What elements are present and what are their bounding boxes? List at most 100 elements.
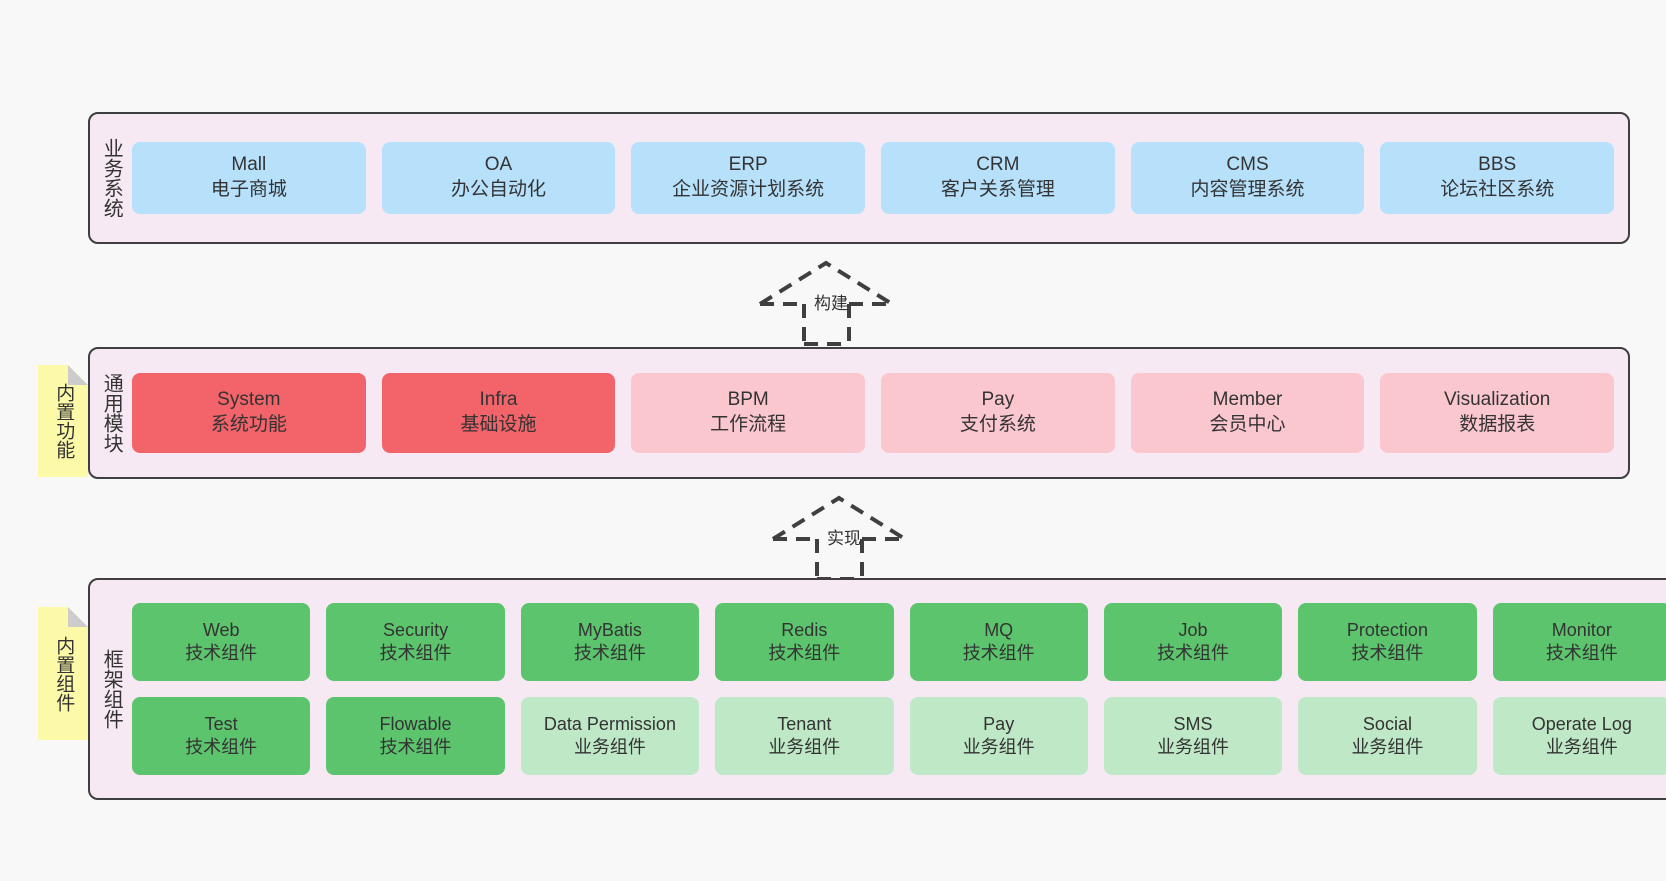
layer-body-common: System 系统功能 Infra 基础设施 BPM 工作流程 Pay 支付系统…	[132, 349, 1628, 477]
node-crm[interactable]: CRM 客户关系管理	[881, 142, 1115, 214]
node-subtitle: 客户关系管理	[940, 179, 1055, 200]
node-title: Tenant	[777, 713, 832, 734]
node-subtitle: 企业资源计划系统	[672, 179, 825, 200]
node-row: Web 技术组件 Security 技术组件 MyBatis 技术组件 Redi…	[132, 603, 1666, 681]
arrow-label-implement: 实现	[827, 529, 861, 548]
node-subtitle: 技术组件	[1157, 643, 1230, 663]
node-subtitle: 技术组件	[573, 643, 646, 663]
arrow-build: 构建	[755, 256, 905, 346]
node-title: CMS	[1226, 154, 1269, 176]
node-subtitle: 业务组件	[962, 737, 1035, 757]
node-title: Social	[1362, 713, 1412, 734]
node-infra[interactable]: Infra 基础设施	[381, 373, 616, 453]
node-mq[interactable]: MQ 技术组件	[909, 603, 1088, 681]
node-title: Job	[1178, 619, 1208, 640]
node-visualization[interactable]: Visualization 数据报表	[1380, 373, 1615, 453]
node-security[interactable]: Security 技术组件	[326, 603, 505, 681]
node-sms[interactable]: SMS 业务组件	[1103, 697, 1283, 775]
node-title: MQ	[984, 619, 1014, 640]
folded-corner-icon	[68, 365, 88, 385]
node-test[interactable]: Test 技术组件	[132, 697, 311, 775]
node-subtitle: 业务组件	[573, 737, 646, 757]
node-subtitle: 工作流程	[710, 414, 787, 435]
node-title: Data Permission	[543, 713, 676, 734]
folded-corner-icon	[68, 607, 88, 627]
node-row: Test 技术组件 Flowable 技术组件 Data Permission …	[132, 697, 1666, 775]
node-job[interactable]: Job 技术组件	[1103, 603, 1283, 681]
node-protection[interactable]: Protection 技术组件	[1298, 603, 1477, 681]
node-tenant[interactable]: Tenant 业务组件	[715, 697, 894, 775]
node-title: Operate Log	[1531, 713, 1632, 734]
node-title: Mall	[231, 154, 267, 176]
node-title: Monitor	[1551, 619, 1612, 640]
node-title: Security	[383, 619, 449, 640]
node-social[interactable]: Social 业务组件	[1298, 697, 1477, 775]
node-title: Flowable	[379, 713, 452, 734]
node-pay-module[interactable]: Pay 支付系统	[881, 373, 1115, 453]
node-title: BBS	[1478, 154, 1517, 176]
node-subtitle: 基础设施	[460, 414, 537, 435]
layer-label-framework: 框架组件	[100, 649, 123, 729]
sticky-note-label: 内置组件	[53, 635, 75, 712]
node-operate-log[interactable]: Operate Log 业务组件	[1492, 697, 1666, 775]
node-erp[interactable]: ERP 企业资源计划系统	[631, 142, 866, 214]
node-title: Redis	[781, 619, 828, 640]
node-title: ERP	[728, 154, 768, 176]
sticky-note-builtin-components: 内置组件	[38, 607, 88, 740]
layer-label-business: 业务系统	[100, 138, 123, 218]
node-subtitle: 内容管理系统	[1190, 179, 1305, 200]
node-title: Member	[1212, 389, 1283, 411]
layer-body-business: Mall 电子商城 OA 办公自动化 ERP 企业资源计划系统 CRM 客户关系…	[132, 114, 1628, 242]
node-pay-component[interactable]: Pay 业务组件	[909, 697, 1088, 775]
node-web[interactable]: Web 技术组件	[132, 603, 311, 681]
node-cms[interactable]: CMS 内容管理系统	[1130, 142, 1365, 214]
sticky-note-label: 内置功能	[53, 383, 75, 459]
node-subtitle: 技术组件	[962, 643, 1035, 663]
node-title: Protection	[1346, 619, 1428, 640]
node-subtitle: 业务组件	[1157, 737, 1230, 757]
generalization-arrow-icon	[758, 260, 894, 346]
node-system[interactable]: System 系统功能	[132, 373, 366, 453]
node-subtitle: 电子商城	[210, 179, 287, 200]
node-subtitle: 技术组件	[379, 737, 452, 757]
node-oa[interactable]: OA 办公自动化	[381, 142, 616, 214]
node-monitor[interactable]: Monitor 技术组件	[1492, 603, 1666, 681]
node-subtitle: 技术组件	[1351, 643, 1424, 663]
node-subtitle: 支付系统	[959, 414, 1036, 435]
node-subtitle: 论坛社区系统	[1440, 179, 1555, 200]
node-subtitle: 业务组件	[1545, 737, 1618, 757]
node-subtitle: 业务组件	[768, 737, 841, 757]
node-redis[interactable]: Redis 技术组件	[715, 603, 894, 681]
node-title: Pay	[983, 713, 1015, 734]
node-title: MyBatis	[577, 619, 642, 640]
node-row: Mall 电子商城 OA 办公自动化 ERP 企业资源计划系统 CRM 客户关系…	[132, 142, 1615, 214]
node-mybatis[interactable]: MyBatis 技术组件	[520, 603, 700, 681]
node-title: OA	[484, 154, 513, 176]
node-subtitle: 技术组件	[1545, 643, 1618, 663]
node-flowable[interactable]: Flowable 技术组件	[326, 697, 505, 775]
node-title: System	[217, 389, 281, 411]
node-subtitle: 系统功能	[210, 414, 287, 435]
node-mall[interactable]: Mall 电子商城	[132, 142, 366, 214]
sticky-note-builtin-features: 内置功能	[38, 365, 88, 477]
node-subtitle: 技术组件	[185, 643, 258, 663]
node-subtitle: 技术组件	[185, 737, 258, 757]
node-bbs[interactable]: BBS 论坛社区系统	[1380, 142, 1615, 214]
layer-common-modules: 通用模块 System 系统功能 Infra 基础设施 BPM 工作流程 Pay…	[88, 347, 1630, 479]
layer-body-framework: Web 技术组件 Security 技术组件 MyBatis 技术组件 Redi…	[132, 580, 1666, 798]
node-subtitle: 技术组件	[379, 643, 452, 663]
node-title: Infra	[479, 389, 518, 411]
node-member[interactable]: Member 会员中心	[1130, 373, 1365, 453]
node-title: Pay	[981, 389, 1015, 411]
node-data-permission[interactable]: Data Permission 业务组件	[520, 697, 700, 775]
arrow-implement: 实现	[768, 491, 918, 581]
node-title: CRM	[976, 154, 1020, 176]
node-subtitle: 办公自动化	[451, 179, 547, 200]
node-subtitle: 会员中心	[1209, 414, 1286, 435]
node-title: Visualization	[1444, 389, 1551, 411]
node-row: System 系统功能 Infra 基础设施 BPM 工作流程 Pay 支付系统…	[132, 373, 1615, 453]
node-bpm[interactable]: BPM 工作流程	[631, 373, 866, 453]
layer-framework-components: 框架组件 Web 技术组件 Security 技术组件 MyBatis 技术组件…	[88, 578, 1666, 800]
node-title: BPM	[727, 389, 769, 411]
